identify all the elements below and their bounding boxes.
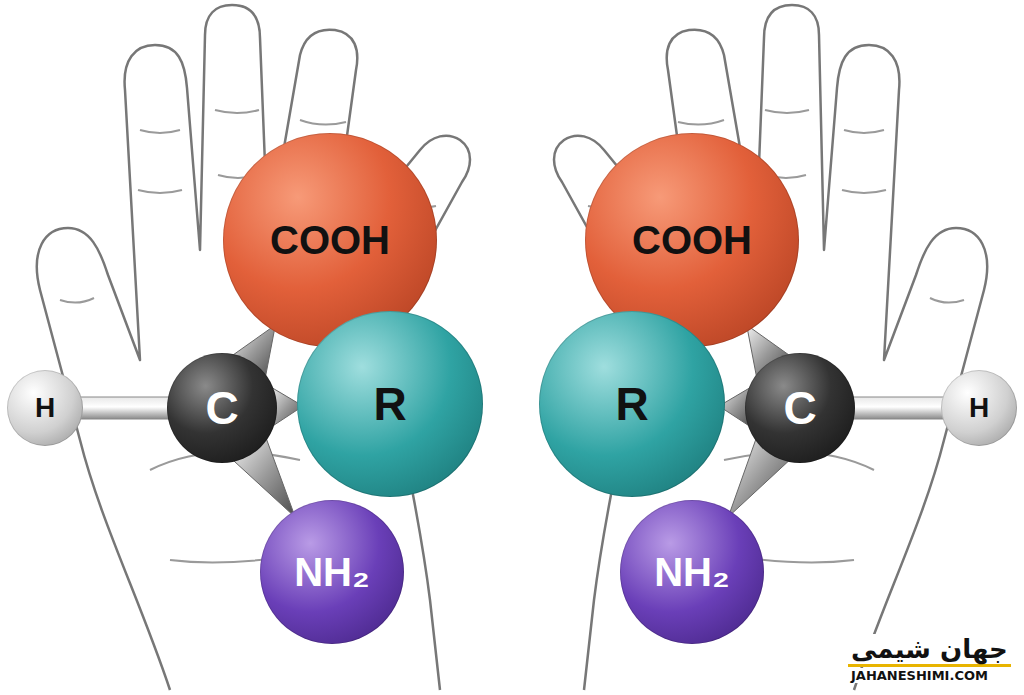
- atom-label: NH₂: [294, 552, 370, 592]
- atom-label: R: [615, 381, 648, 427]
- watermark-logo: جهان شیمی: [848, 634, 1011, 667]
- single-bond: [849, 397, 947, 419]
- r-group-sphere: R: [297, 311, 483, 497]
- carbon-sphere: C: [745, 353, 855, 463]
- hydrogen-sphere: H: [7, 370, 83, 446]
- hydrogen-sphere: H: [941, 370, 1017, 446]
- atom-label: C: [783, 385, 816, 431]
- carbon-sphere: C: [167, 353, 277, 463]
- amino-sphere: NH₂: [260, 500, 404, 644]
- atom-label: R: [373, 381, 406, 427]
- atom-label: C: [205, 385, 238, 431]
- r-group-sphere: R: [539, 311, 725, 497]
- watermark-url: JAHANESHIMI.COM: [848, 668, 991, 683]
- single-bond: [77, 397, 173, 419]
- atom-label: COOH: [632, 220, 752, 260]
- atom-label: COOH: [270, 220, 390, 260]
- atom-label: H: [35, 394, 55, 422]
- atom-label: NH₂: [654, 552, 730, 592]
- atom-label: H: [969, 394, 989, 422]
- amino-sphere: NH₂: [620, 500, 764, 644]
